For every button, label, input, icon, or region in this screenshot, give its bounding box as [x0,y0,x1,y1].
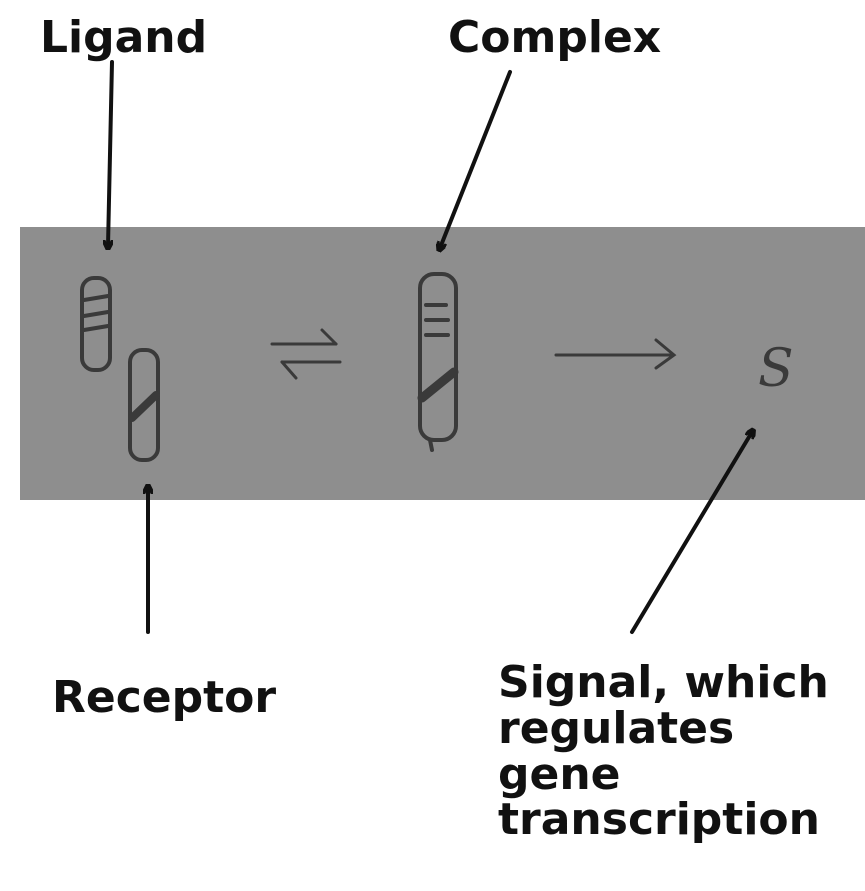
signal-label-line: gene [498,748,621,800]
receptor-sketch [128,348,160,462]
ligand-label: Ligand [40,12,208,63]
complex-label: Complex [448,12,662,63]
annotation-arrows [108,60,752,634]
ligand-pointer-arrow [108,60,114,246]
forward-arrow [554,338,677,370]
complex-pointer-arrow [440,70,512,248]
signal-pointer-arrow [630,432,752,634]
ligand-sketch [80,276,112,372]
receptor-label: Receptor [52,672,277,723]
signal-symbol: S [758,339,794,399]
signal-label: Signal, which regulates gene transcripti… [498,660,858,843]
signal-label-line: regulates [498,702,735,754]
signal-label-line: transcription [498,794,820,846]
equilibrium-arrows [270,328,342,380]
signal-label-line: Signal, which [498,657,829,708]
complex-sketch [417,272,459,452]
